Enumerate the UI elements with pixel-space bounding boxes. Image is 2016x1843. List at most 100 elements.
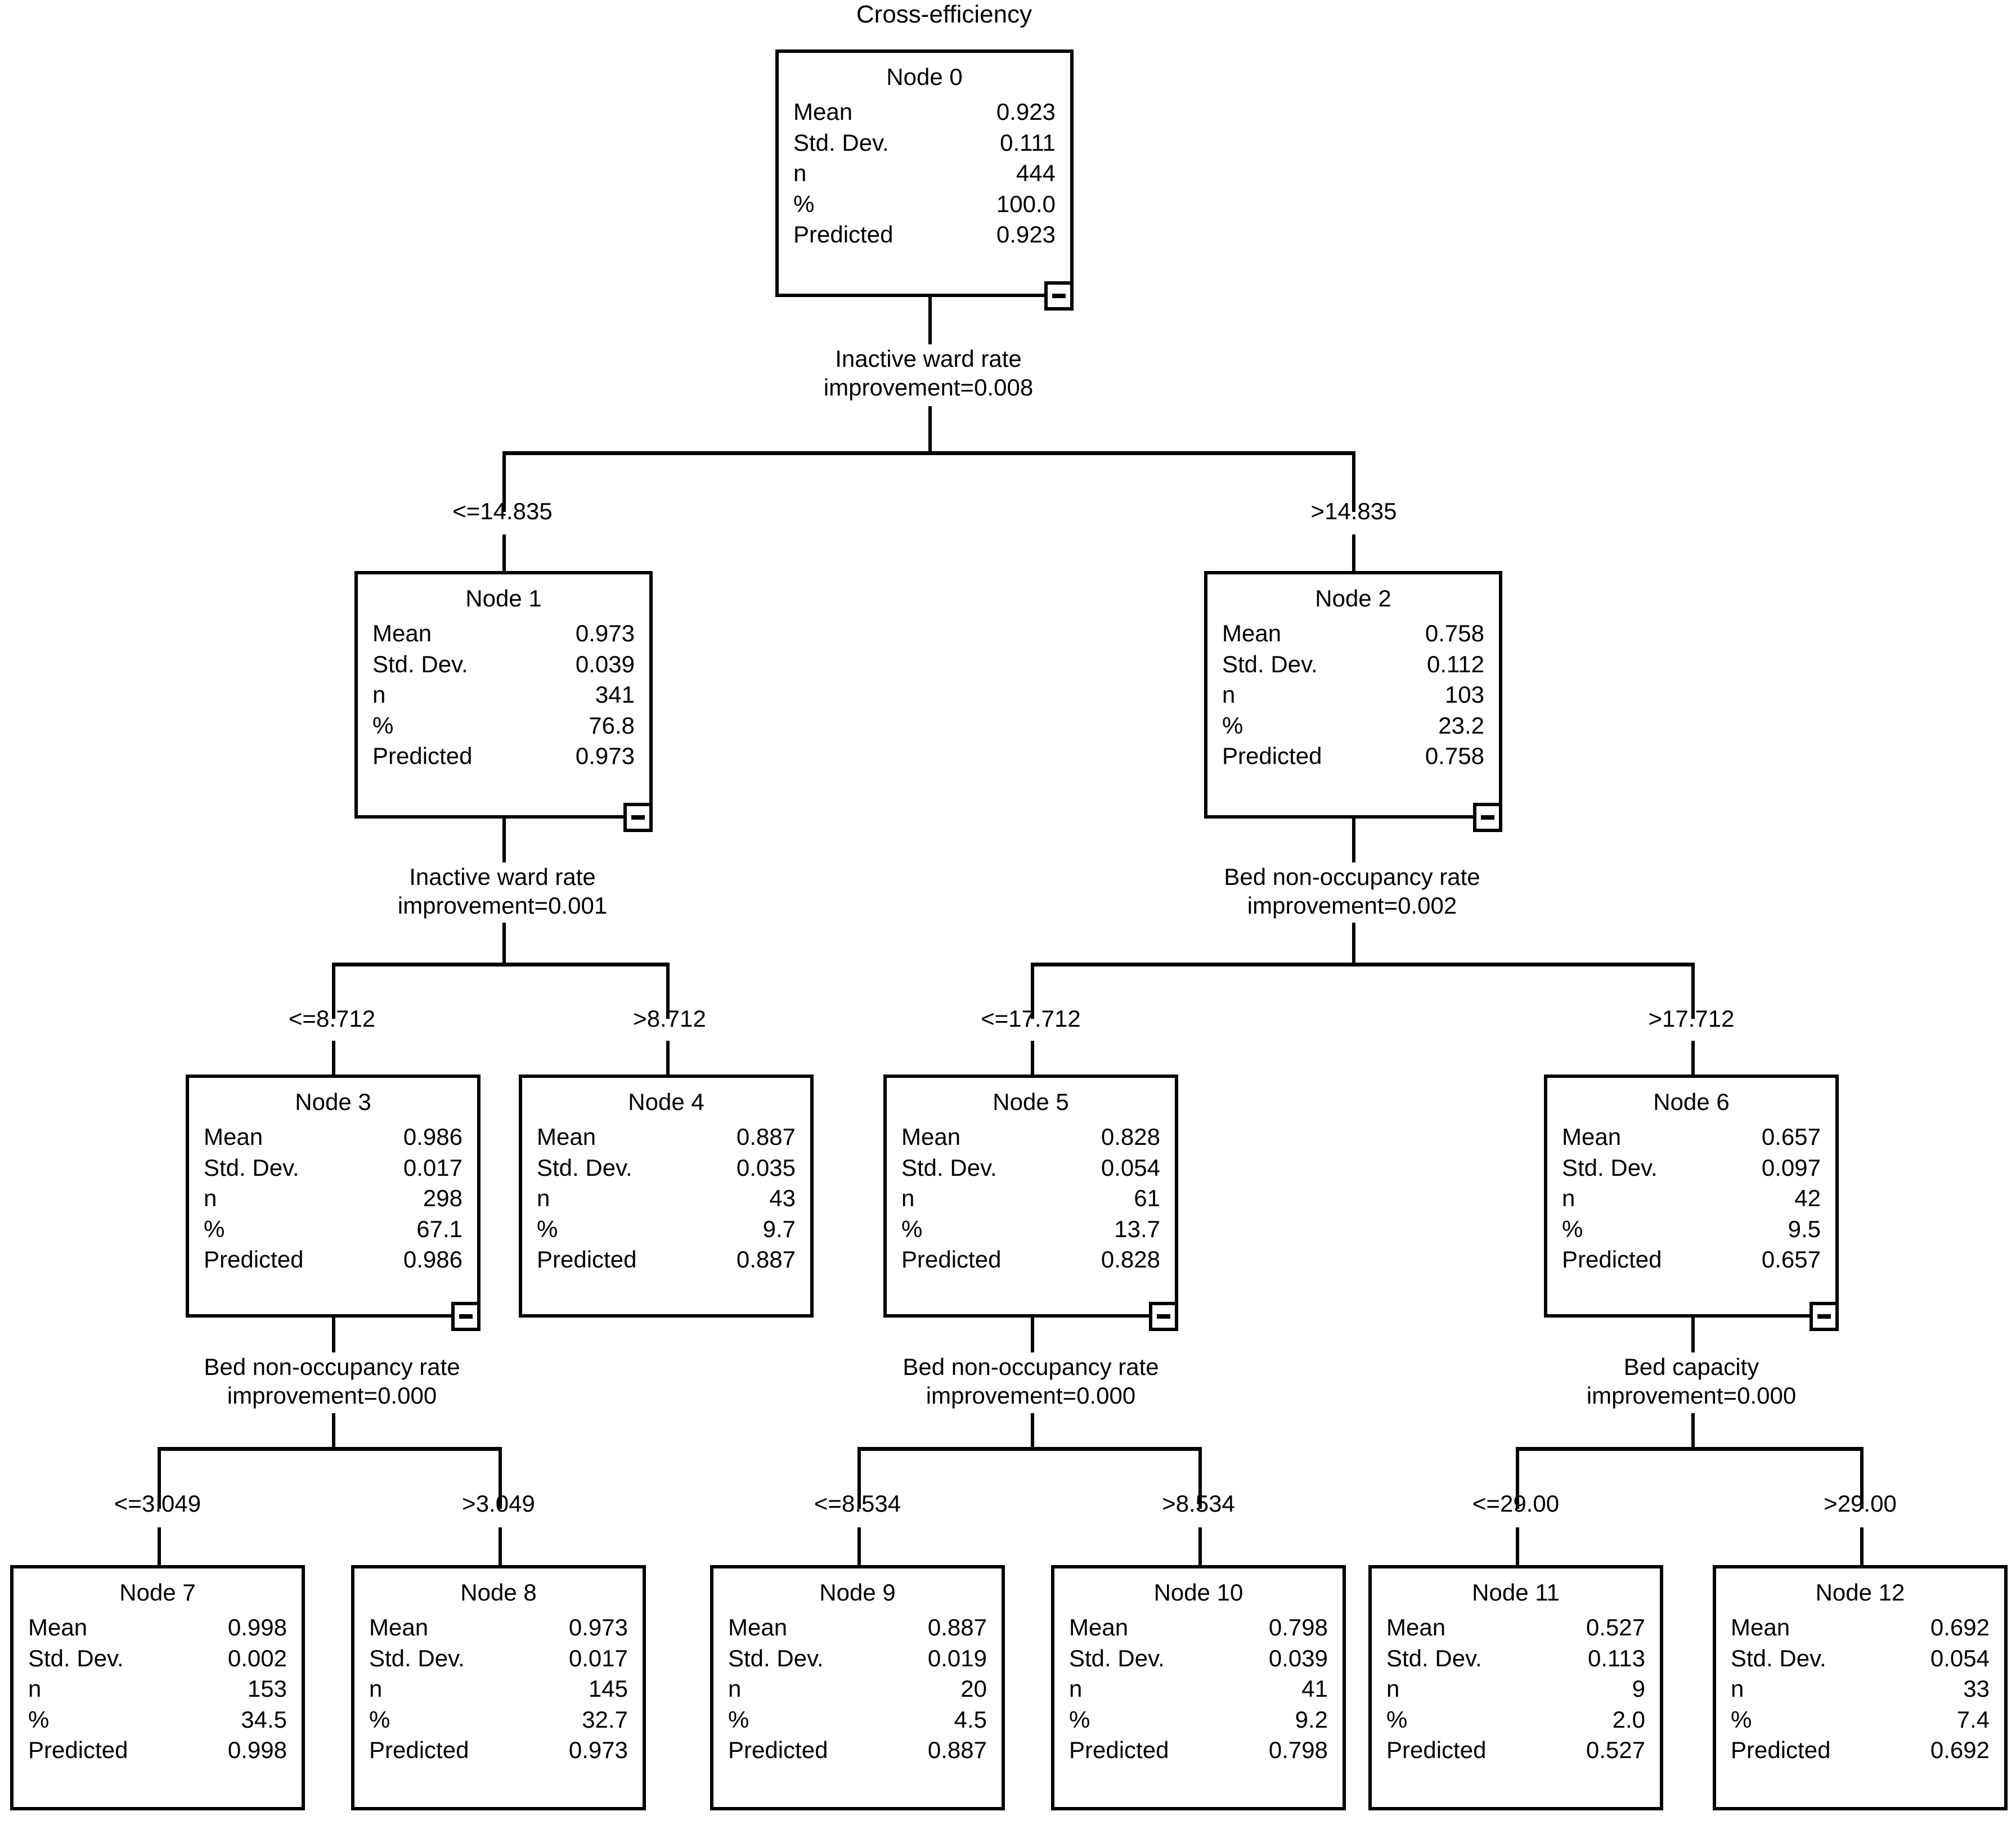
node-9-n: 20 — [960, 1675, 987, 1702]
node-11-title: Node 11 — [1472, 1579, 1560, 1606]
node-0-row-std: Std. Dev.0.111 — [793, 128, 1056, 159]
minus-box-icon[interactable] — [1149, 1302, 1178, 1331]
row-label-pct: % — [369, 1706, 390, 1733]
row-label-n: n — [793, 160, 807, 187]
row-label-mean: Mean — [901, 1123, 961, 1150]
node-1-pct: 76.8 — [589, 712, 635, 739]
node-12-n: 33 — [1963, 1675, 1990, 1702]
node-12-title: Node 12 — [1815, 1579, 1905, 1606]
node-10-predicted: 0.798 — [1268, 1737, 1328, 1764]
node-4-pct: 9.7 — [762, 1215, 796, 1242]
node-10-mean: 0.798 — [1268, 1614, 1328, 1640]
minus-box-icon[interactable] — [451, 1302, 481, 1331]
node-10-pct: 9.2 — [1295, 1706, 1328, 1733]
row-label-mean: Mean — [1069, 1614, 1129, 1640]
connector-node5-right-arm — [1198, 1447, 1202, 1509]
row-label-pct: % — [1562, 1215, 1583, 1242]
node-5-predicted: 0.828 — [1101, 1246, 1160, 1273]
row-label-predicted: Predicted — [372, 743, 473, 770]
node-1-row-pct: %76.8 — [372, 711, 635, 741]
row-label-mean: Mean — [793, 98, 853, 125]
minus-box-icon[interactable] — [1473, 803, 1502, 832]
row-label-n: n — [1386, 1675, 1400, 1702]
node-9-std: 0.019 — [927, 1644, 987, 1671]
row-label-pct: % — [901, 1215, 923, 1242]
node-2-std: 0.112 — [1427, 650, 1484, 677]
split-label-node-3: Bed non-occupancy rate improvement=0.000 — [135, 1352, 529, 1410]
node-0-predicted: 0.923 — [996, 221, 1056, 248]
split-label-node-6: Bed capacity improvement=0.000 — [1494, 1352, 1888, 1410]
row-label-mean: Mean — [372, 620, 432, 646]
connector-node11-in — [1516, 1527, 1519, 1567]
split-var-node-0: Inactive ward rate — [835, 345, 1022, 372]
node-10-row-std: Std. Dev.0.039 — [1069, 1643, 1328, 1674]
minus-box-icon[interactable] — [1044, 281, 1074, 311]
node-12-row-std: Std. Dev.0.054 — [1731, 1643, 1990, 1674]
node-6-n: 42 — [1794, 1185, 1821, 1212]
row-label-std: Std. Dev. — [1562, 1154, 1658, 1181]
node-5-row-std: Std. Dev.0.054 — [901, 1153, 1160, 1184]
node-4-row-n: n 43 — [537, 1183, 796, 1214]
row-label-predicted: Predicted — [204, 1246, 304, 1273]
node-9-title: Node 9 — [819, 1579, 896, 1606]
node-2-row-pct: %23.2 — [1222, 711, 1484, 741]
node-2-title: Node 2 — [1315, 585, 1391, 612]
node-7-n: 153 — [247, 1675, 287, 1702]
node-3-n: 298 — [423, 1185, 463, 1212]
split-improvement-node-0: improvement=0.008 — [823, 374, 1034, 401]
node-5-pct: 13.7 — [1114, 1215, 1160, 1242]
node-4-n: 43 — [769, 1185, 796, 1212]
row-label-n: n — [537, 1185, 550, 1212]
split-improvement-node-1: improvement=0.001 — [397, 892, 608, 919]
row-label-n: n — [1222, 681, 1236, 708]
node-3-predicted: 0.986 — [403, 1246, 463, 1273]
minus-box-icon[interactable] — [1810, 1302, 1839, 1331]
node-3-pct: 67.1 — [416, 1215, 463, 1242]
node-11-predicted: 0.527 — [1586, 1737, 1645, 1764]
row-label-pct: % — [28, 1706, 50, 1733]
row-label-std: Std. Dev. — [793, 129, 889, 156]
edge-label-node1-left: <=8.712 — [288, 1005, 376, 1032]
node-6-row-pct: %9.5 — [1562, 1214, 1821, 1245]
node-4-mean: 0.887 — [736, 1123, 796, 1150]
node-8-pct: 32.7 — [582, 1706, 628, 1733]
row-label-predicted: Predicted — [537, 1246, 637, 1273]
connector-node2-bar — [1031, 963, 1695, 967]
node-0-title: Node 0 — [886, 64, 963, 90]
connector-node12-in — [1860, 1527, 1864, 1567]
row-label-pct: % — [1731, 1706, 1752, 1733]
minus-box-icon[interactable] — [623, 803, 653, 832]
edge-label-node5-right: >8.534 — [1162, 1490, 1235, 1517]
row-label-mean: Mean — [28, 1614, 88, 1640]
